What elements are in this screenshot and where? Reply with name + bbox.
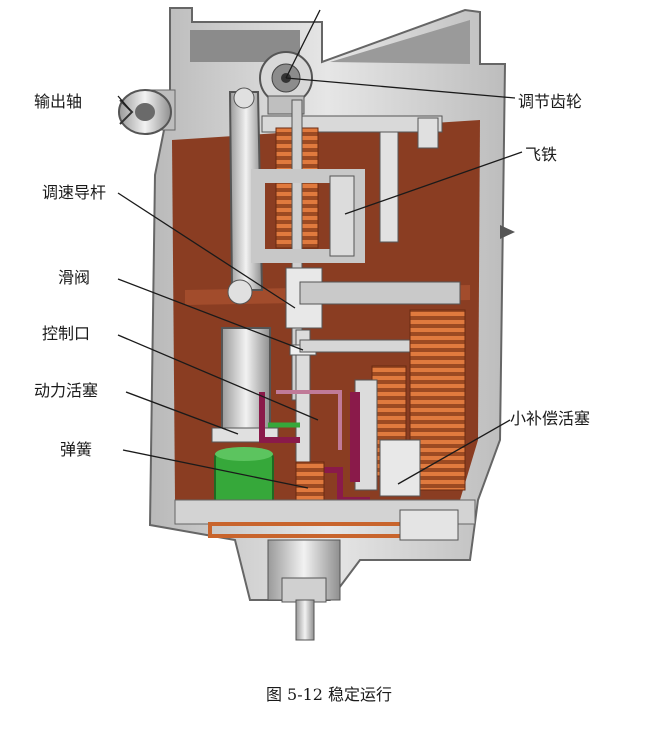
label-adjust-gear: 调节齿轮 [518,92,583,111]
oil-passage [259,390,370,503]
figure-caption: 图 5-12 稳定运行 [265,685,393,704]
leader-spring [122,449,309,489]
leader-flyweight [344,151,523,215]
leader-control-port [117,334,319,421]
leader-slide-valve [117,278,304,351]
label-flyweight: 飞铁 [525,145,558,164]
leader-output-shaft [117,95,131,111]
output-shaft-boss [118,89,172,135]
floating-lever [299,281,461,353]
label-spring: 弹簧 [60,440,93,459]
compensating-piston [350,309,466,497]
label-control-port: 控制口 [42,324,91,343]
leader-adjust-gear [285,77,516,99]
drive-shaft [267,539,341,641]
leader-top [285,9,321,79]
label-power-piston: 动力活塞 [34,381,99,400]
label-speed-rod: 调速导杆 [42,183,107,202]
leader-lines [117,9,523,489]
power-piston [211,327,279,511]
leader-power-piston [125,391,239,435]
label-slide-valve: 滑阀 [58,268,91,287]
flyweight-assembly [251,169,365,263]
base [174,499,476,541]
label-output-shaft: 输出轴 [34,92,83,111]
leader-comp-piston [397,419,511,485]
adjust-gear [259,51,313,115]
leader-speed-rod [117,192,296,309]
side-pointer [500,225,515,239]
label-comp-piston: 小补偿活塞 [510,409,591,428]
